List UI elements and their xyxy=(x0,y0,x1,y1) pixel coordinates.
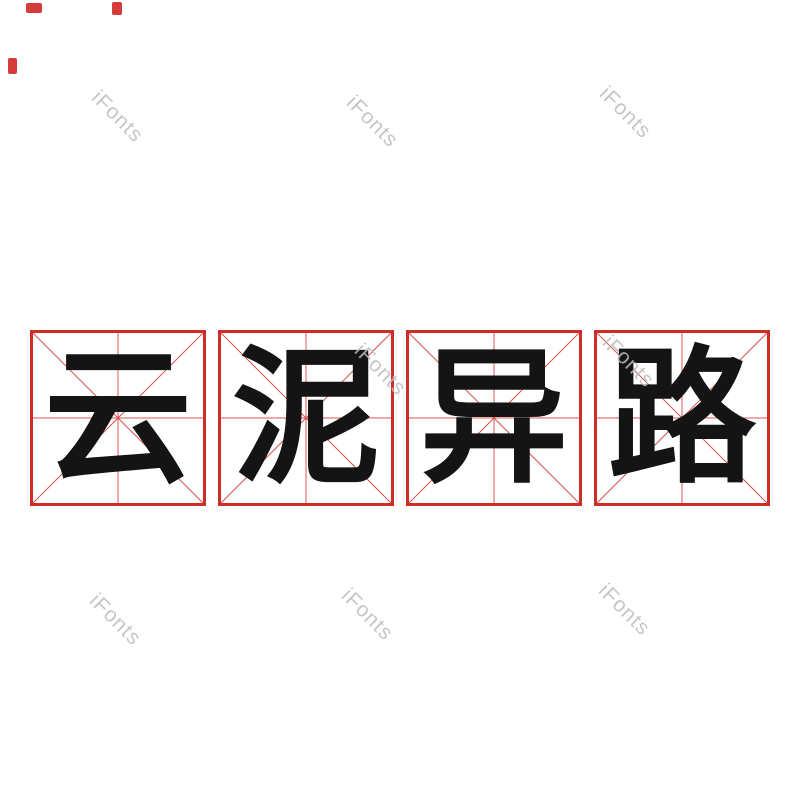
character-glyph: 异 xyxy=(420,332,568,504)
mi-grid-lines-icon xyxy=(409,333,579,503)
character-glyph: 路 xyxy=(608,332,756,504)
grid-cell: 云 xyxy=(30,330,206,506)
watermark-ifonts: iFonts xyxy=(336,584,398,646)
red-stamp-icon xyxy=(26,3,42,13)
watermark-ifonts: iFonts xyxy=(86,86,148,148)
red-stamp-icon xyxy=(8,58,17,74)
watermark-ifonts: iFonts xyxy=(593,579,655,641)
character-grid-row: 云 泥 异 xyxy=(30,330,770,506)
grid-cell: 异 xyxy=(406,330,582,506)
watermark-ifonts: iFonts xyxy=(341,91,403,153)
mi-grid-lines-icon xyxy=(597,333,767,503)
mi-grid-lines-icon xyxy=(33,333,203,503)
red-stamp-icon xyxy=(112,2,122,15)
watermark-ifonts: iFonts xyxy=(594,82,656,144)
watermark-ifonts: iFonts xyxy=(84,589,146,651)
grid-cell: 泥 xyxy=(218,330,394,506)
grid-cell: 路 xyxy=(594,330,770,506)
mi-grid-lines-icon xyxy=(221,333,391,503)
character-glyph: 云 xyxy=(44,332,192,504)
character-glyph: 泥 xyxy=(232,332,380,504)
